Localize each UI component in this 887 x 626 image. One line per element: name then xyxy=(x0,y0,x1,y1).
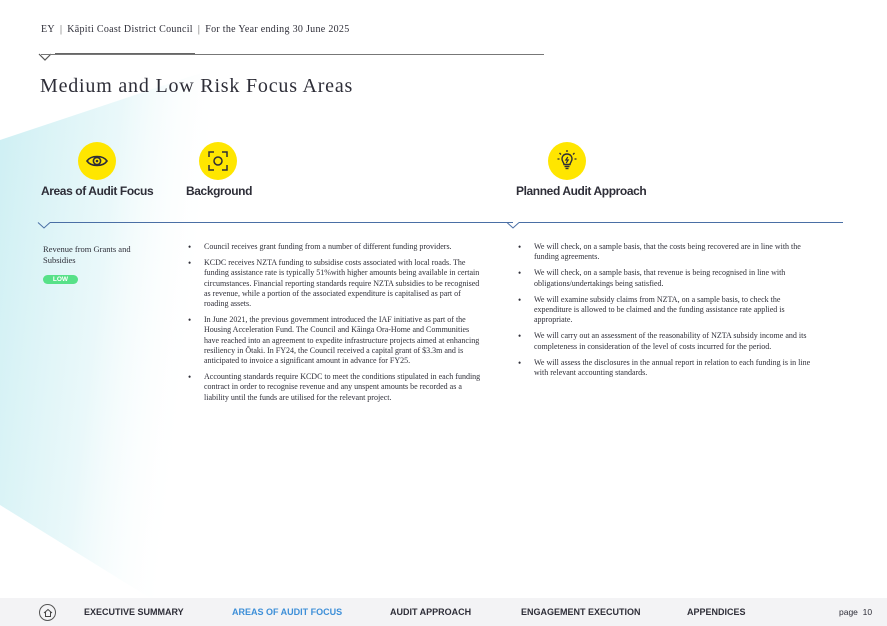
page-title: Medium and Low Risk Focus Areas xyxy=(40,75,354,97)
page-indicator: page 10 xyxy=(839,607,872,617)
column-heading-background: Background xyxy=(186,184,253,198)
column-rule-background xyxy=(195,222,513,223)
nav-appendices[interactable]: APPENDICES xyxy=(687,607,746,617)
approach-item: We will examine subsidy claims from NZTA… xyxy=(518,295,818,326)
page-number: 10 xyxy=(862,607,873,617)
column-rule-approach xyxy=(519,222,843,223)
council-name: Kāpiti Coast District Council xyxy=(67,24,193,35)
column-heading-audit-focus: Areas of Audit Focus xyxy=(41,184,154,198)
rule-chevron-icon xyxy=(506,222,520,229)
focus-frame-icon xyxy=(199,142,237,180)
home-button[interactable] xyxy=(39,604,56,621)
background-item: In June 2021, the previous government in… xyxy=(188,315,483,366)
approach-item: We will carry out an assessment of the r… xyxy=(518,331,818,351)
background-item: Council receives grant funding from a nu… xyxy=(188,242,483,252)
brand-name: EY xyxy=(41,24,55,35)
nav-audit-approach[interactable]: AUDIT APPROACH xyxy=(390,607,472,617)
background-item: Accounting standards require KCDC to mee… xyxy=(188,372,483,403)
page-label: page xyxy=(839,607,858,617)
background-item: KCDC receives NZTA funding to subsidise … xyxy=(188,258,483,309)
background-list: Council receives grant funding from a nu… xyxy=(188,242,483,409)
approach-list: We will check, on a sample basis, that t… xyxy=(518,242,818,384)
nav-engagement-execution[interactable]: ENGAGEMENT EXECUTION xyxy=(521,607,641,617)
header-chevron-icon xyxy=(38,53,52,61)
approach-item: We will check, on a sample basis, that t… xyxy=(518,242,818,262)
approach-item: We will check, on a sample basis, that r… xyxy=(518,268,818,288)
column-rule-focus xyxy=(50,222,195,223)
home-icon xyxy=(43,608,52,617)
nav-executive-summary[interactable]: EXECUTIVE SUMMARY xyxy=(84,607,184,617)
rule-chevron-icon xyxy=(37,222,51,229)
header-divider xyxy=(41,54,544,55)
approach-item: We will assess the disclosures in the an… xyxy=(518,358,818,378)
focus-area-label: Revenue from Grants and Subsidies xyxy=(43,244,131,265)
lightbulb-icon xyxy=(548,142,586,180)
eye-icon xyxy=(78,142,116,180)
nav-areas-of-audit-focus[interactable]: AREAS OF AUDIT FOCUS xyxy=(232,607,343,617)
document-header: EY|Kāpiti Coast District Council|For the… xyxy=(41,24,350,35)
footer-navigation: EXECUTIVE SUMMARY AREAS OF AUDIT FOCUS A… xyxy=(0,598,887,626)
risk-badge: LOW xyxy=(43,275,78,284)
reporting-period: For the Year ending 30 June 2025 xyxy=(205,24,350,35)
column-heading-planned-approach: Planned Audit Approach xyxy=(516,184,647,198)
